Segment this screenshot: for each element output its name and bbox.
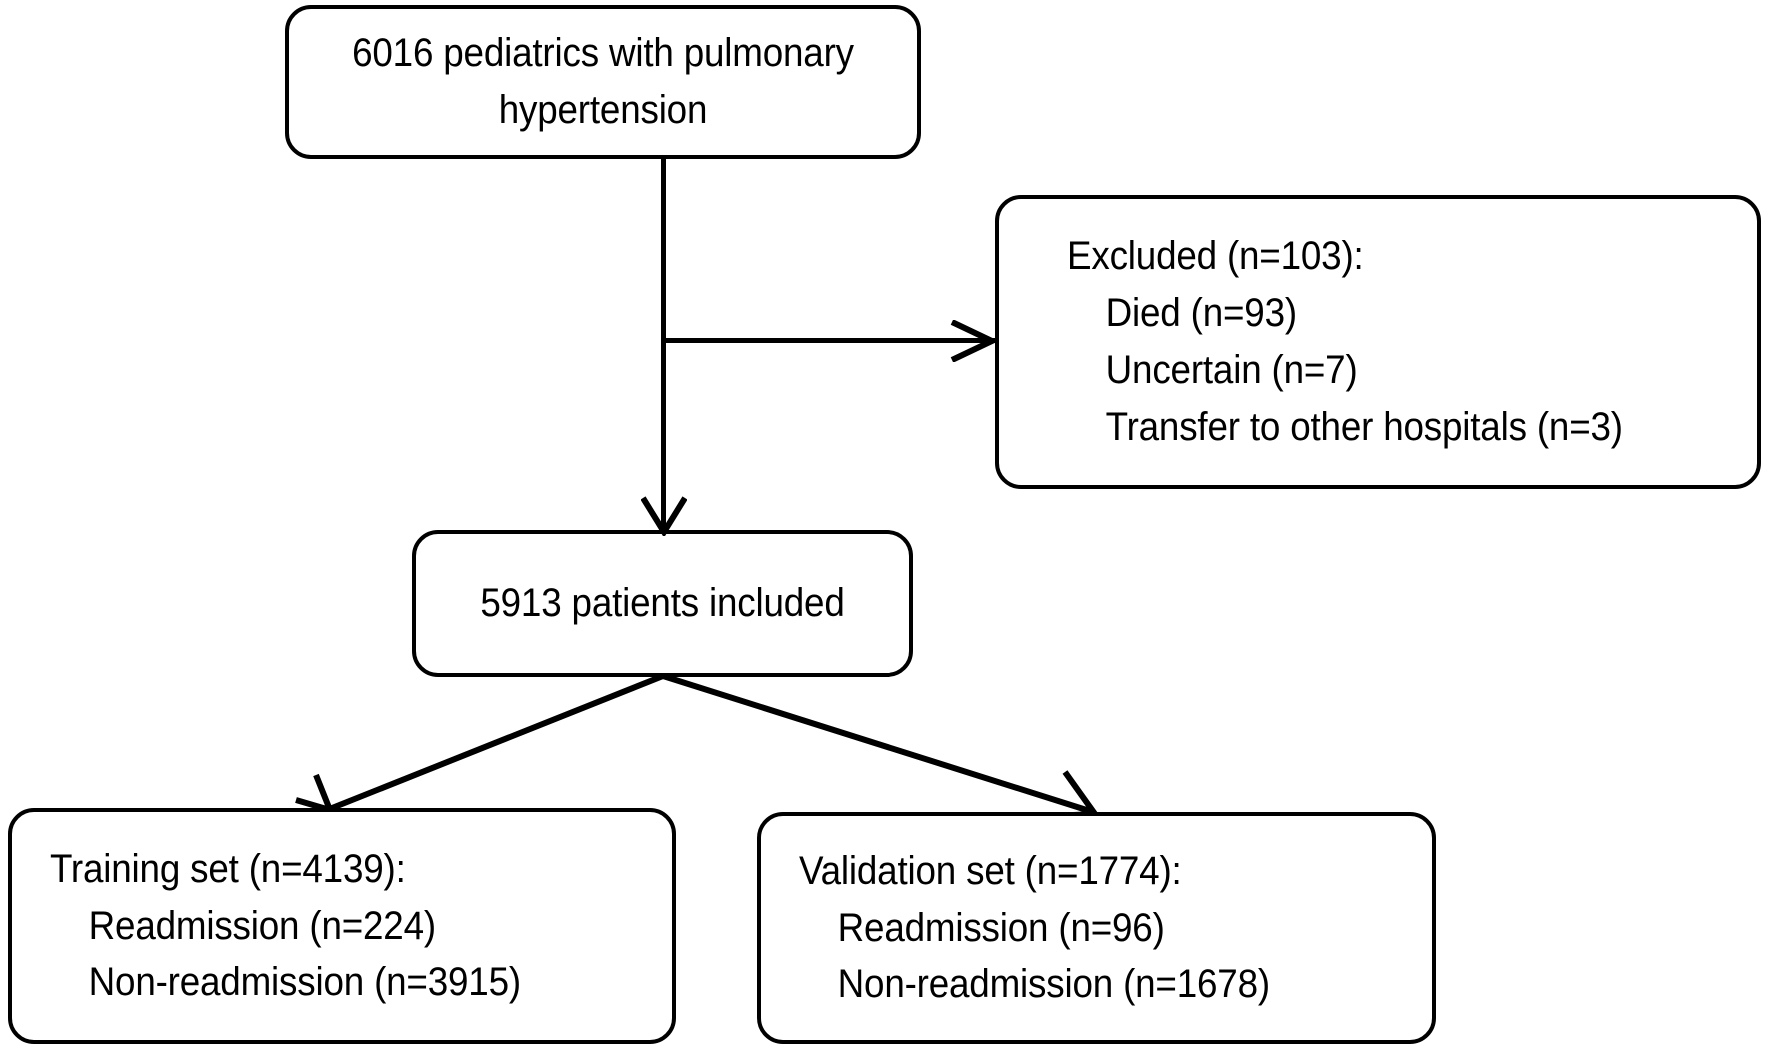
- excluded-reason-died: Died (n=93): [1105, 291, 1297, 336]
- source-line-2: hypertension: [498, 88, 708, 132]
- training-readmission: Readmission (n=224): [88, 903, 436, 948]
- connector-source-to-included-line: [661, 158, 666, 533]
- arrowhead-down-to-included: [641, 496, 687, 536]
- validation-readmission: Readmission (n=96): [837, 905, 1165, 950]
- arrowhead-right-to-excluded: [950, 320, 996, 362]
- training-header: Training set (n=4139):: [50, 846, 406, 891]
- node-source-cohort[interactable]: 6016 pediatrics with pulmonary hypertens…: [285, 5, 921, 159]
- validation-non-readmission: Non-readmission (n=1678): [837, 962, 1270, 1007]
- node-included-cohort[interactable]: 5913 patients included: [412, 530, 913, 677]
- excluded-header: Excluded (n=103):: [1067, 234, 1364, 279]
- connector-source-to-excluded-line: [661, 338, 999, 343]
- source-line-1: 6016 pediatrics with pulmonary: [352, 31, 854, 76]
- validation-header: Validation set (n=1774):: [799, 848, 1182, 893]
- node-excluded-cohort[interactable]: Excluded (n=103): Died (n=93) Uncertain …: [995, 195, 1761, 489]
- included-line-1: 5913 patients included: [480, 581, 845, 626]
- node-validation-set[interactable]: Validation set (n=1774): Readmission (n=…: [757, 812, 1436, 1044]
- node-training-set[interactable]: Training set (n=4139): Readmission (n=22…: [8, 808, 676, 1044]
- excluded-reason-transfer: Transfer to other hospitals (n=3): [1105, 404, 1623, 449]
- training-non-readmission: Non-readmission (n=3915): [88, 960, 521, 1005]
- excluded-reason-uncertain: Uncertain (n=7): [1105, 348, 1358, 392]
